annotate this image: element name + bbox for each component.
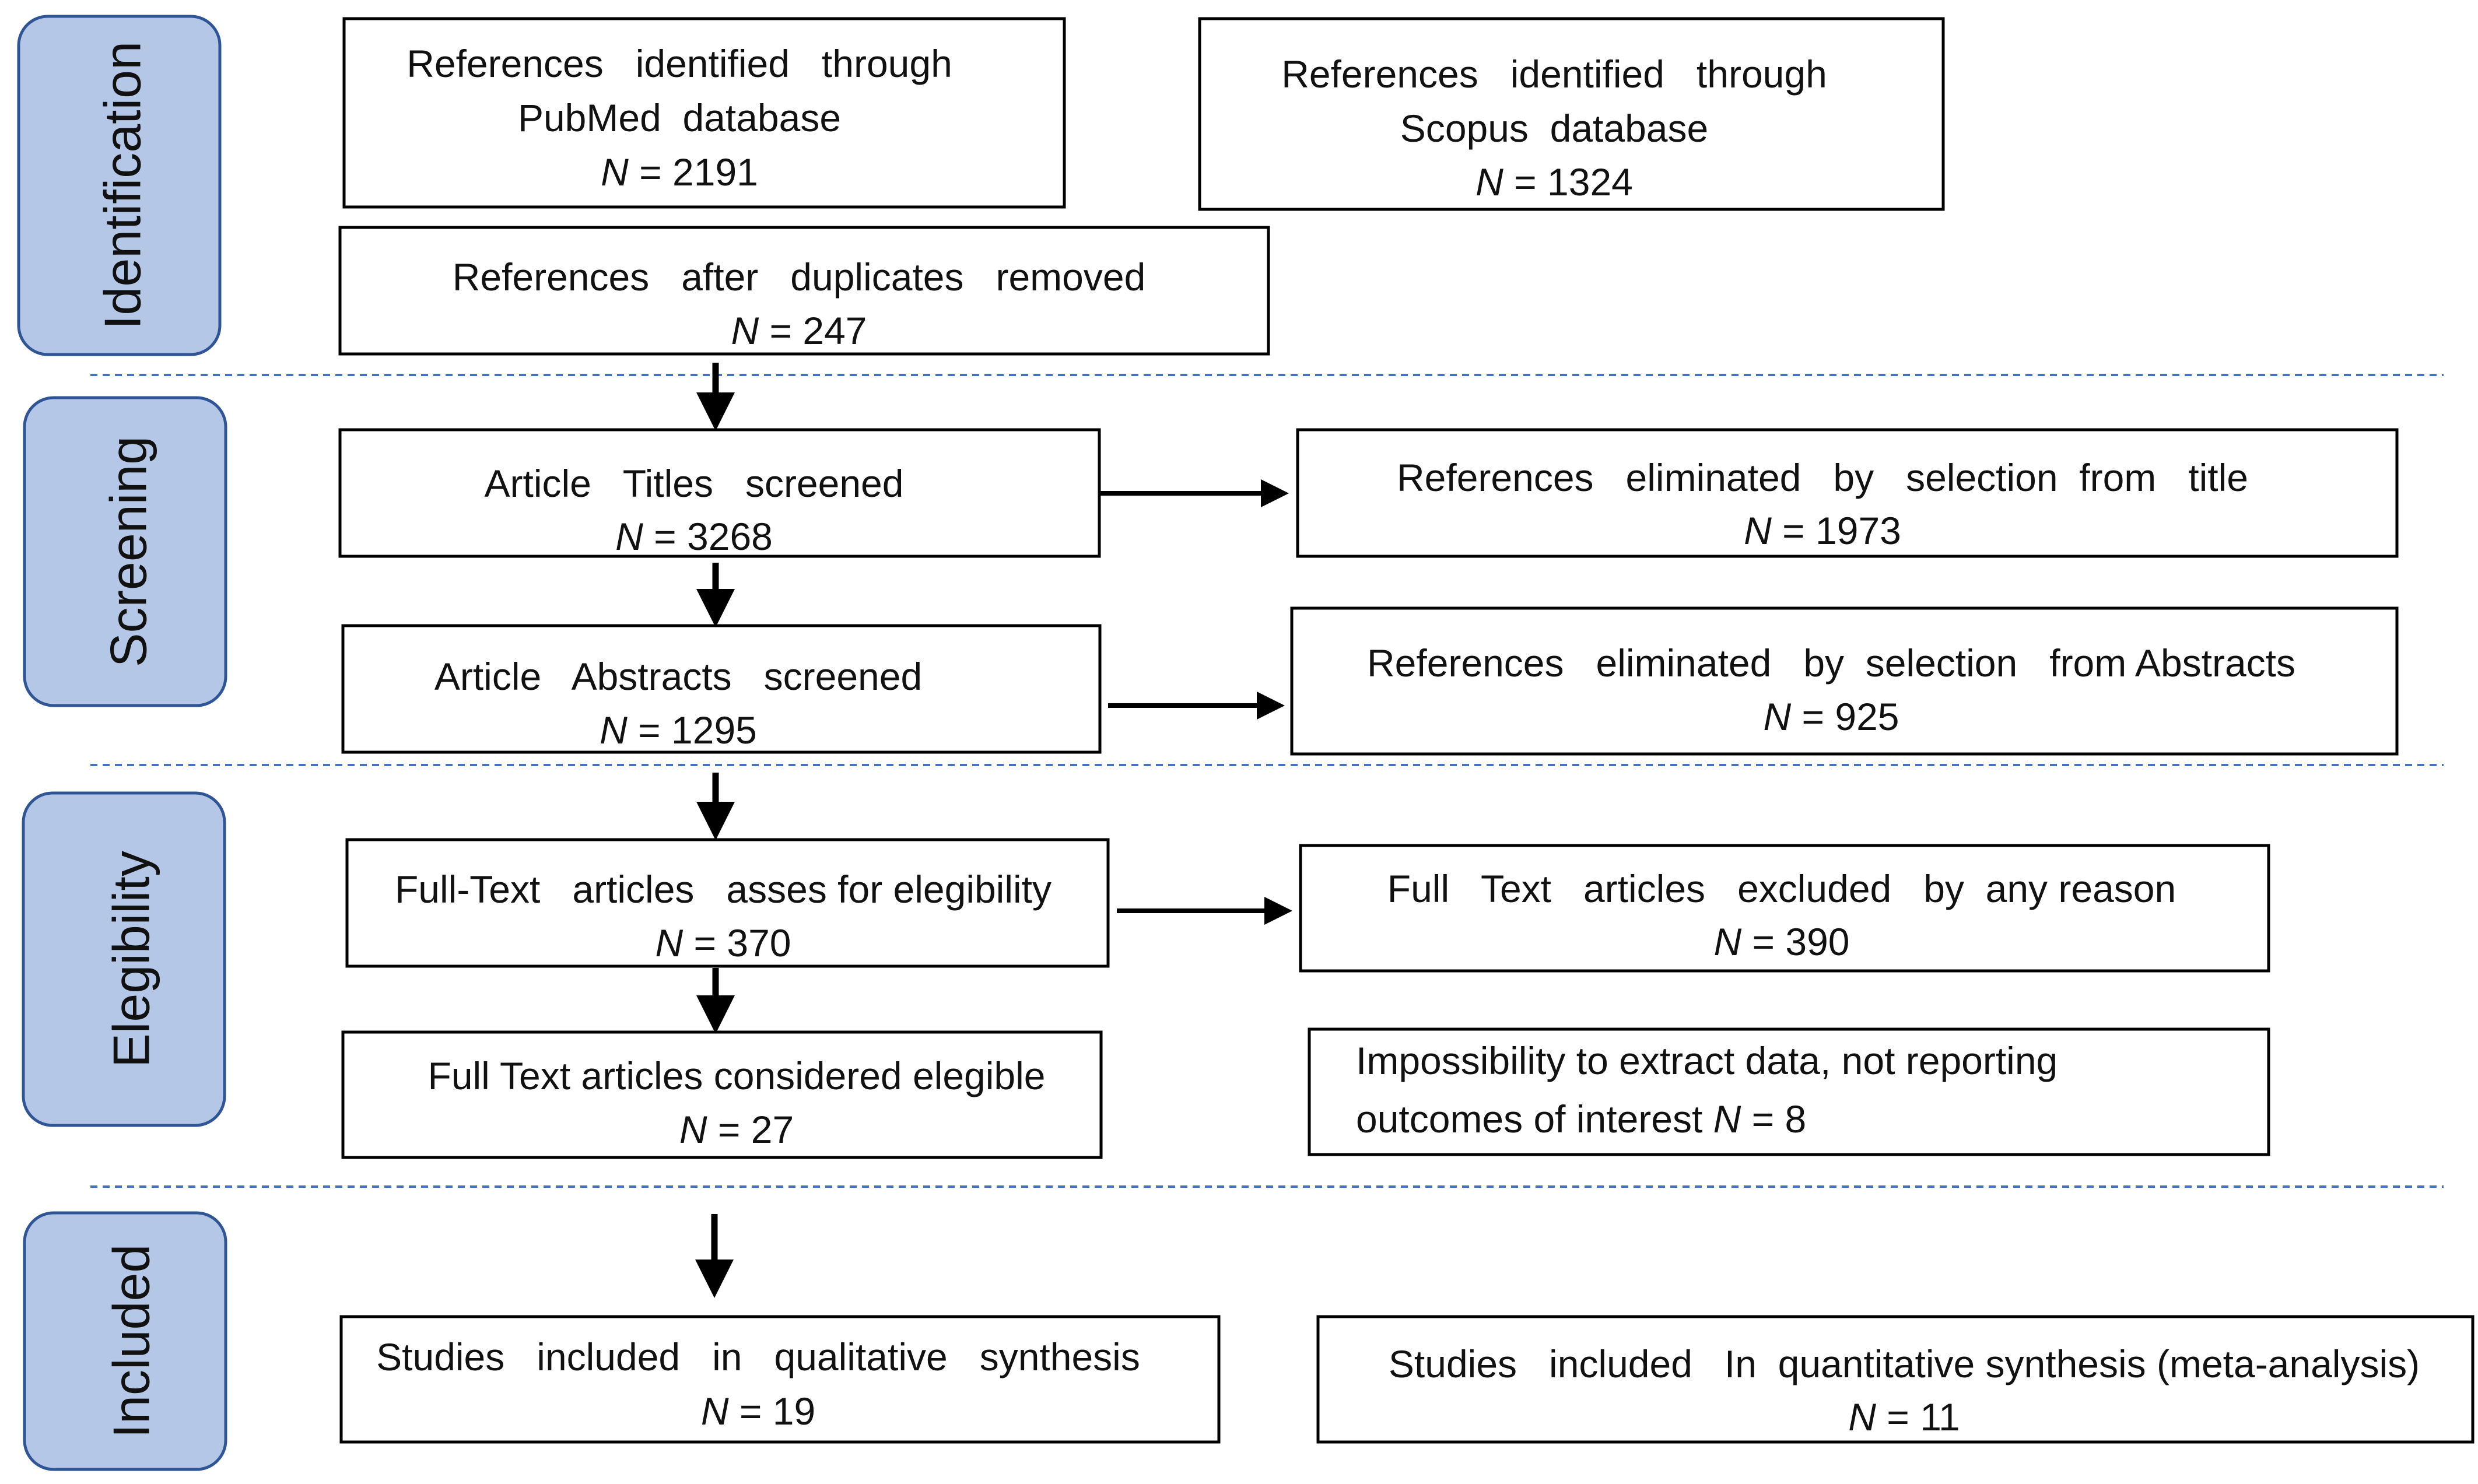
- n-equals: =: [643, 515, 687, 558]
- n-equals: =: [628, 708, 671, 752]
- n-equals: =: [759, 309, 802, 352]
- box-abstracts-screened: Article Abstracts screened N = 1295: [341, 624, 1102, 754]
- box-scopus: References identified through Scopus dat…: [1198, 17, 1945, 211]
- n-symbol: N: [701, 1390, 729, 1433]
- phase-identification: Identification: [17, 15, 222, 356]
- box-titles-eliminated: References eliminated by selection from …: [1296, 428, 2399, 558]
- phase-label: Included: [103, 1244, 160, 1439]
- box-qualitative-synthesis: Studies included in qualitative synthesi…: [339, 1315, 1221, 1444]
- box-count: N = 27: [679, 1108, 794, 1151]
- n-symbol: N: [615, 515, 643, 558]
- box-count: N = 1324: [1475, 160, 1633, 204]
- phase-screening: Screening: [23, 396, 227, 707]
- box-line: Impossibility to extract data, not repor…: [1356, 1039, 2058, 1082]
- n-equals: =: [1791, 695, 1835, 738]
- box-count: N = 390: [1713, 920, 1849, 963]
- n-symbol: N: [1713, 920, 1741, 963]
- n-value: 8: [1785, 1097, 1807, 1141]
- box-line: Scopus database: [1400, 107, 1708, 150]
- n-equals: =: [1741, 1097, 1785, 1141]
- box-pubmed: References identified through PubMed dat…: [342, 17, 1066, 209]
- box-line: Article Abstracts screened: [434, 655, 922, 698]
- n-symbol: N: [655, 921, 683, 964]
- n-value: 1973: [1815, 509, 1901, 552]
- phase-elegibility: Elegibility: [22, 791, 226, 1127]
- n-value: 2191: [672, 150, 758, 194]
- box-line: References eliminated by selection from …: [1397, 456, 2248, 499]
- n-symbol: N: [679, 1108, 707, 1151]
- n-equals: =: [707, 1108, 751, 1151]
- box-line: Article Titles screened: [485, 462, 904, 505]
- box-count: N = 925: [1763, 695, 1899, 738]
- box-quantitative-synthesis: Studies included In quantitative synthes…: [1316, 1315, 2475, 1444]
- n-symbol: N: [1848, 1395, 1876, 1439]
- box-fulltext-assessed: Full-Text articles asses for elegibility…: [345, 838, 1110, 968]
- phase-included: Included: [23, 1211, 227, 1471]
- box-line: Studies included in qualitative synthesi…: [376, 1335, 1140, 1378]
- n-value: 390: [1785, 920, 1849, 963]
- phase-label: Identification: [94, 41, 152, 329]
- box-count: outcomes of interest N = 8: [1356, 1097, 1806, 1141]
- box-line: References after duplicates removed: [453, 255, 1146, 299]
- box-considered-eligible: Full Text articles considered elegible N…: [341, 1030, 1103, 1159]
- n-value: 1295: [671, 708, 757, 752]
- n-equals: =: [729, 1390, 773, 1433]
- box-titles-screened: Article Titles screened N = 3268: [338, 428, 1101, 558]
- box-count: N = 2191: [601, 150, 758, 194]
- phase-label: Screening: [100, 436, 157, 667]
- box-line: Full-Text articles asses for elegibility: [395, 868, 1052, 911]
- box-duplicates-removed: References after duplicates removed N = …: [338, 226, 1270, 356]
- box-count: N = 11: [1848, 1395, 1960, 1439]
- n-symbol: N: [1744, 509, 1772, 552]
- n-equals: =: [1772, 509, 1815, 552]
- box-count: N = 1973: [1744, 509, 1901, 552]
- n-equals: =: [1503, 160, 1547, 204]
- n-symbol: N: [1763, 695, 1791, 738]
- n-symbol: N: [1475, 160, 1503, 204]
- n-value: 925: [1835, 695, 1899, 738]
- box-count: N = 370: [655, 921, 791, 964]
- box-count: N = 19: [701, 1390, 815, 1433]
- n-symbol: N: [601, 150, 629, 194]
- n-value: 19: [773, 1390, 815, 1433]
- box-fulltext-excluded: Full Text articles excluded by any reaso…: [1299, 844, 2270, 973]
- n-value: 247: [802, 309, 867, 352]
- n-value: 27: [751, 1108, 794, 1151]
- n-value: 370: [727, 921, 791, 964]
- n-symbol: N: [731, 309, 759, 352]
- phase-label: Elegibility: [103, 851, 160, 1068]
- box-line: References identified through: [406, 42, 952, 85]
- box-count: N = 1295: [600, 708, 757, 752]
- n-equals: =: [683, 921, 727, 964]
- box-abstracts-eliminated: References eliminated by selection from …: [1290, 606, 2399, 756]
- n-symbol: N: [1713, 1097, 1741, 1141]
- n-value: 1324: [1547, 160, 1633, 204]
- n-equals: =: [1741, 920, 1785, 963]
- box-count: N = 247: [731, 309, 867, 352]
- box-line: outcomes of interest: [1356, 1097, 1702, 1141]
- n-value: 11: [1920, 1395, 1960, 1439]
- box-impossibility: Impossibility to extract data, not repor…: [1308, 1027, 2270, 1156]
- n-equals: =: [1876, 1395, 1920, 1439]
- n-equals: =: [629, 150, 672, 194]
- n-symbol: N: [600, 708, 628, 752]
- box-line: References eliminated by selection from …: [1367, 641, 2295, 685]
- box-line: References identified through: [1281, 52, 1827, 96]
- box-line: Full Text articles considered elegible: [428, 1054, 1046, 1097]
- box-line: Full Text articles excluded by any reaso…: [1387, 867, 2176, 910]
- box-line: Studies included In quantitative synthes…: [1389, 1342, 2420, 1385]
- box-line: PubMed database: [518, 96, 841, 139]
- n-value: 3268: [687, 515, 773, 558]
- box-count: N = 3268: [615, 515, 773, 558]
